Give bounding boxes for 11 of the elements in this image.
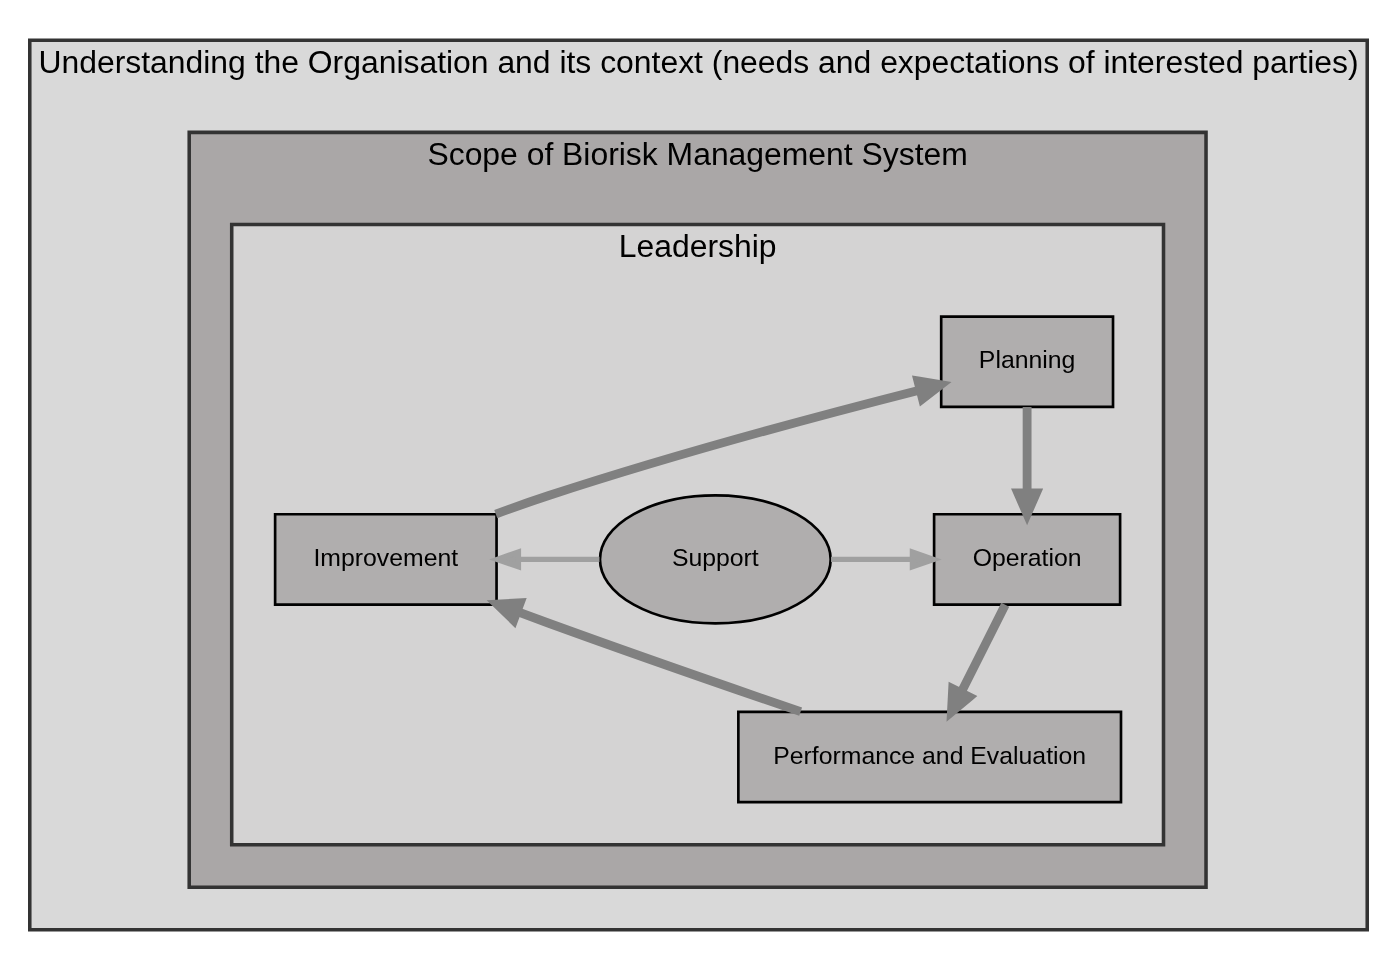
node-box: Planning xyxy=(939,314,1115,408)
arrow xyxy=(494,374,952,518)
node-box: Improvement xyxy=(273,512,498,606)
arrow xyxy=(946,602,1010,722)
node-box: Performance and Evaluation xyxy=(737,710,1123,804)
arrow xyxy=(486,597,803,716)
arrow xyxy=(831,547,942,571)
arrow xyxy=(489,547,600,571)
node-box: Operation xyxy=(932,512,1122,606)
node-ellipse: Support xyxy=(598,493,832,625)
arrow xyxy=(1011,406,1044,525)
